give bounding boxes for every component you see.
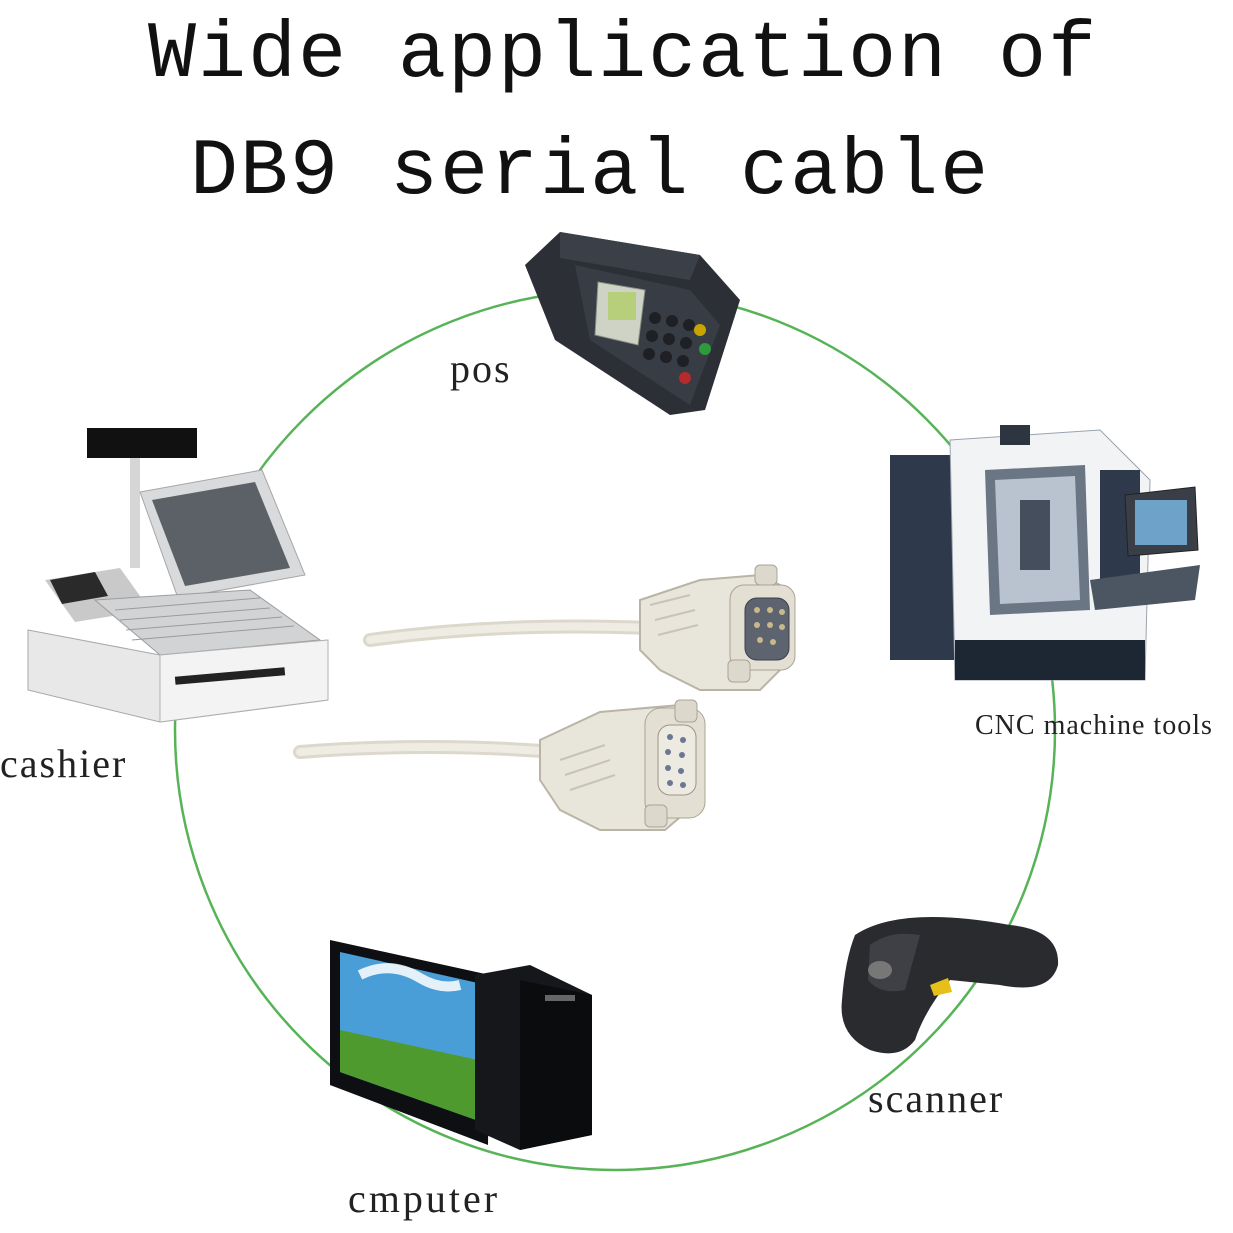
cnc-machine-image [890,425,1200,681]
label-pos: pos [450,346,512,391]
label-cashier: cashier [0,741,128,786]
cashier-register-image [27,428,329,723]
barcode-scanner-image [841,917,1059,1054]
label-scanner: scanner [868,1076,1005,1121]
pos-terminal-image [525,232,740,415]
desktop-computer-image [330,940,592,1150]
db9-cable-image [293,564,796,831]
diagram-title-line1: Wide application of [148,10,1099,101]
label-computer: cmputer [348,1176,501,1221]
diagram-title-line2: DB9 serial cable [190,127,991,218]
label-cnc-machine-tools: CNC machine tools [975,710,1213,741]
